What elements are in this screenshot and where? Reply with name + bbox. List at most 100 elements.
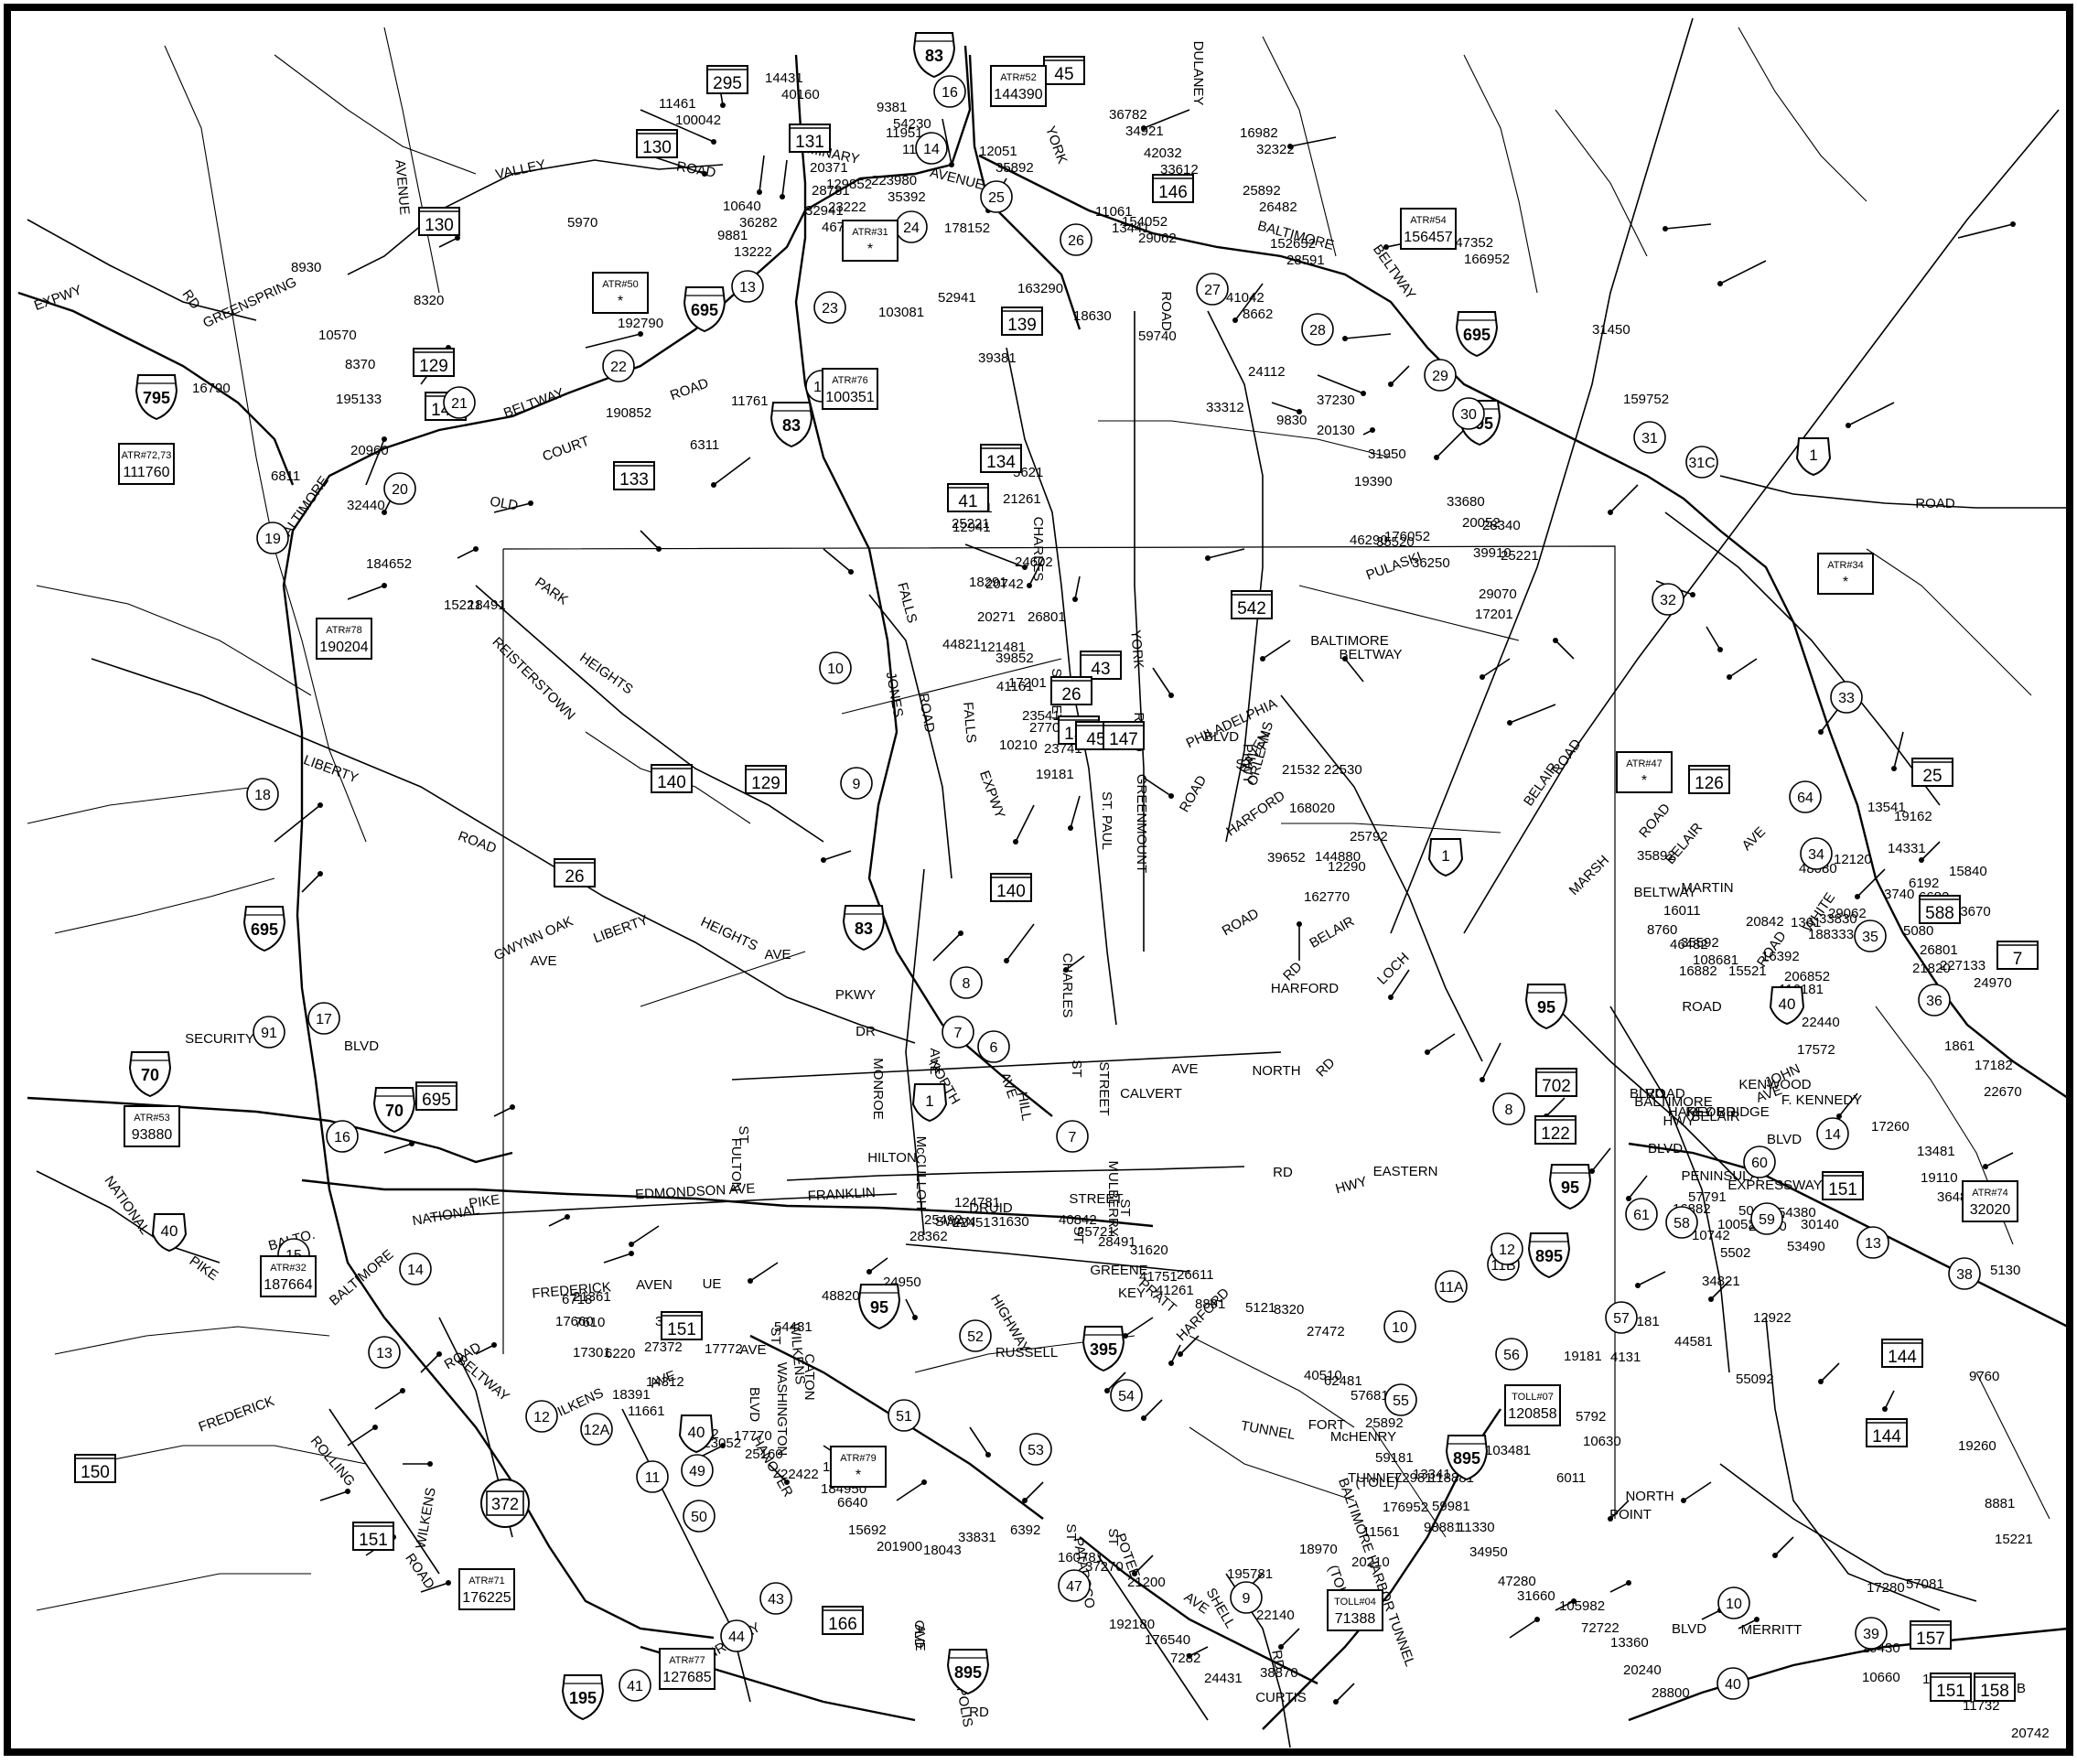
zone-marker: 35 (1854, 920, 1887, 952)
callout-arrowhead (1571, 1598, 1577, 1604)
zone-number: 32 (1660, 593, 1676, 608)
traffic-volume-label: 20240 (1623, 1662, 1662, 1678)
volume-callout-arrow (1106, 1371, 1126, 1392)
state-route-marker: 140 (651, 764, 693, 793)
volume-callout-arrow (1555, 1600, 1575, 1611)
traffic-volume-label: 5502 (1720, 1245, 1750, 1261)
traffic-volume-label: 5121 (1245, 1300, 1275, 1316)
zone-marker-layer: 1614242526272829303131C13232221122019109… (246, 75, 1981, 1702)
traffic-volume-label: 8930 (291, 260, 321, 275)
traffic-volume-label: 31950 (1368, 446, 1406, 462)
road-label: MERRITT (1741, 1622, 1803, 1638)
traffic-volume-label: 37230 (1317, 393, 1355, 408)
road-label: SECURITY (185, 1031, 254, 1047)
traffic-volume-label: 12922 (1753, 1310, 1792, 1326)
zone-marker: 8 (1492, 1092, 1525, 1125)
zone-number: 14 (407, 1263, 424, 1278)
traffic-volume-label: 14431 (765, 70, 803, 86)
road-label: DULANEY (1190, 41, 1206, 106)
road-label: McCULLOH (913, 1136, 929, 1210)
traffic-volume-label: 25221 (1501, 548, 1539, 564)
road-label: ROAD (1158, 291, 1174, 331)
volume-callout-arrow (1921, 841, 1941, 861)
volume-callout-arrow (749, 1262, 779, 1282)
atr-station-id: ATR#71 (468, 1576, 505, 1587)
volume-callout-arrow (1390, 365, 1410, 385)
volume-callout-arrow (420, 1582, 449, 1593)
callout-arrowhead (382, 583, 387, 588)
state-route-number: 140 (657, 773, 686, 792)
volume-callout-arrow (1509, 704, 1556, 724)
state-route-number: 542 (1237, 599, 1266, 618)
traffic-volume-label: 11061 (1095, 204, 1133, 220)
interstate-shield: 195 (561, 1674, 605, 1721)
callout-arrowhead (1178, 1351, 1183, 1357)
callout-arrowhead (656, 546, 662, 552)
zone-number: 49 (689, 1464, 705, 1479)
road-label: ST (1105, 1528, 1121, 1545)
traffic-volume-label: 36782 (1109, 107, 1147, 123)
traffic-volume-label: 23741 (1044, 741, 1082, 757)
zone-marker: 41 (619, 1669, 651, 1702)
volume-callout-arrow (457, 548, 477, 559)
traffic-volume-label: 26801 (1920, 942, 1958, 958)
road-label: BLVD (1648, 1141, 1683, 1156)
traffic-volume-label: 147352 (1447, 235, 1493, 251)
interstate-number: 895 (1453, 1449, 1480, 1468)
state-route-number: 157 (1916, 1630, 1945, 1649)
traffic-volume-label: 108681 (1693, 952, 1738, 968)
interstate-shield: 795 (135, 374, 178, 421)
traffic-volume-label: 16790 (192, 381, 231, 396)
callout-arrowhead (1626, 1196, 1631, 1201)
traffic-volume-label: 11330 (1458, 1520, 1495, 1535)
callout-arrowhead (1388, 995, 1394, 1000)
traffic-volume-label: 40510 (1304, 1368, 1342, 1383)
callout-arrowhead (1168, 793, 1174, 799)
state-circle-shield: 372 (480, 1479, 530, 1528)
traffic-volume-label: 44821 (942, 637, 981, 652)
traffic-volume-label: 33830 (1819, 911, 1857, 927)
callout-arrowhead (1260, 656, 1265, 662)
volume-callout-arrow (768, 1463, 788, 1483)
callout-arrowhead (1626, 1580, 1631, 1586)
zone-number: 12A (584, 1423, 610, 1438)
volume-callout-arrow (964, 543, 1026, 568)
us-route-shield: 1 (1427, 838, 1464, 877)
zone-marker: 9 (1230, 1581, 1263, 1614)
road-label: MONROE (870, 1058, 886, 1120)
state-route-marker: 129 (745, 765, 787, 794)
traffic-volume-label: 20960 (350, 443, 389, 458)
traffic-volume-label: 9760 (1969, 1369, 1999, 1384)
callout-arrowhead (949, 162, 954, 167)
road-label: BELAIR (1691, 1109, 1740, 1124)
traffic-volume-label: 195781 (1227, 1566, 1273, 1582)
road-label: FALLS (960, 701, 979, 743)
traffic-volume-label: 25160 (745, 1447, 783, 1462)
zone-number: 33 (1838, 691, 1855, 706)
traffic-volume-label: 62481 (1324, 1373, 1362, 1389)
zone-marker: 64 (1789, 780, 1822, 813)
us-route-shield: 1 (911, 1083, 948, 1123)
traffic-volume-label: 37270 (1085, 1559, 1124, 1575)
zone-marker: 12 (525, 1400, 558, 1433)
traffic-volume-label: 46290 (1350, 532, 1388, 548)
zone-number: 53 (1028, 1443, 1044, 1458)
callout-arrowhead (1818, 729, 1824, 735)
zone-number: 13 (739, 280, 756, 296)
traffic-volume-label: 26801 (1028, 609, 1066, 625)
state-route-marker: 130 (636, 129, 678, 158)
state-route-marker: 151 (661, 1311, 703, 1340)
callout-arrowhead (720, 102, 726, 108)
state-route-marker: 129 (413, 348, 455, 377)
traffic-volume-label: 28340 (1482, 518, 1521, 533)
volume-callout-arrow (475, 1344, 495, 1355)
zone-number: 52 (967, 1329, 984, 1345)
state-route-marker: 26 (554, 858, 596, 887)
callout-arrowhead (1681, 1498, 1686, 1503)
state-route-number: 588 (1925, 904, 1954, 923)
state-route-number: 147 (1109, 730, 1138, 749)
state-route-number: 295 (713, 74, 742, 93)
